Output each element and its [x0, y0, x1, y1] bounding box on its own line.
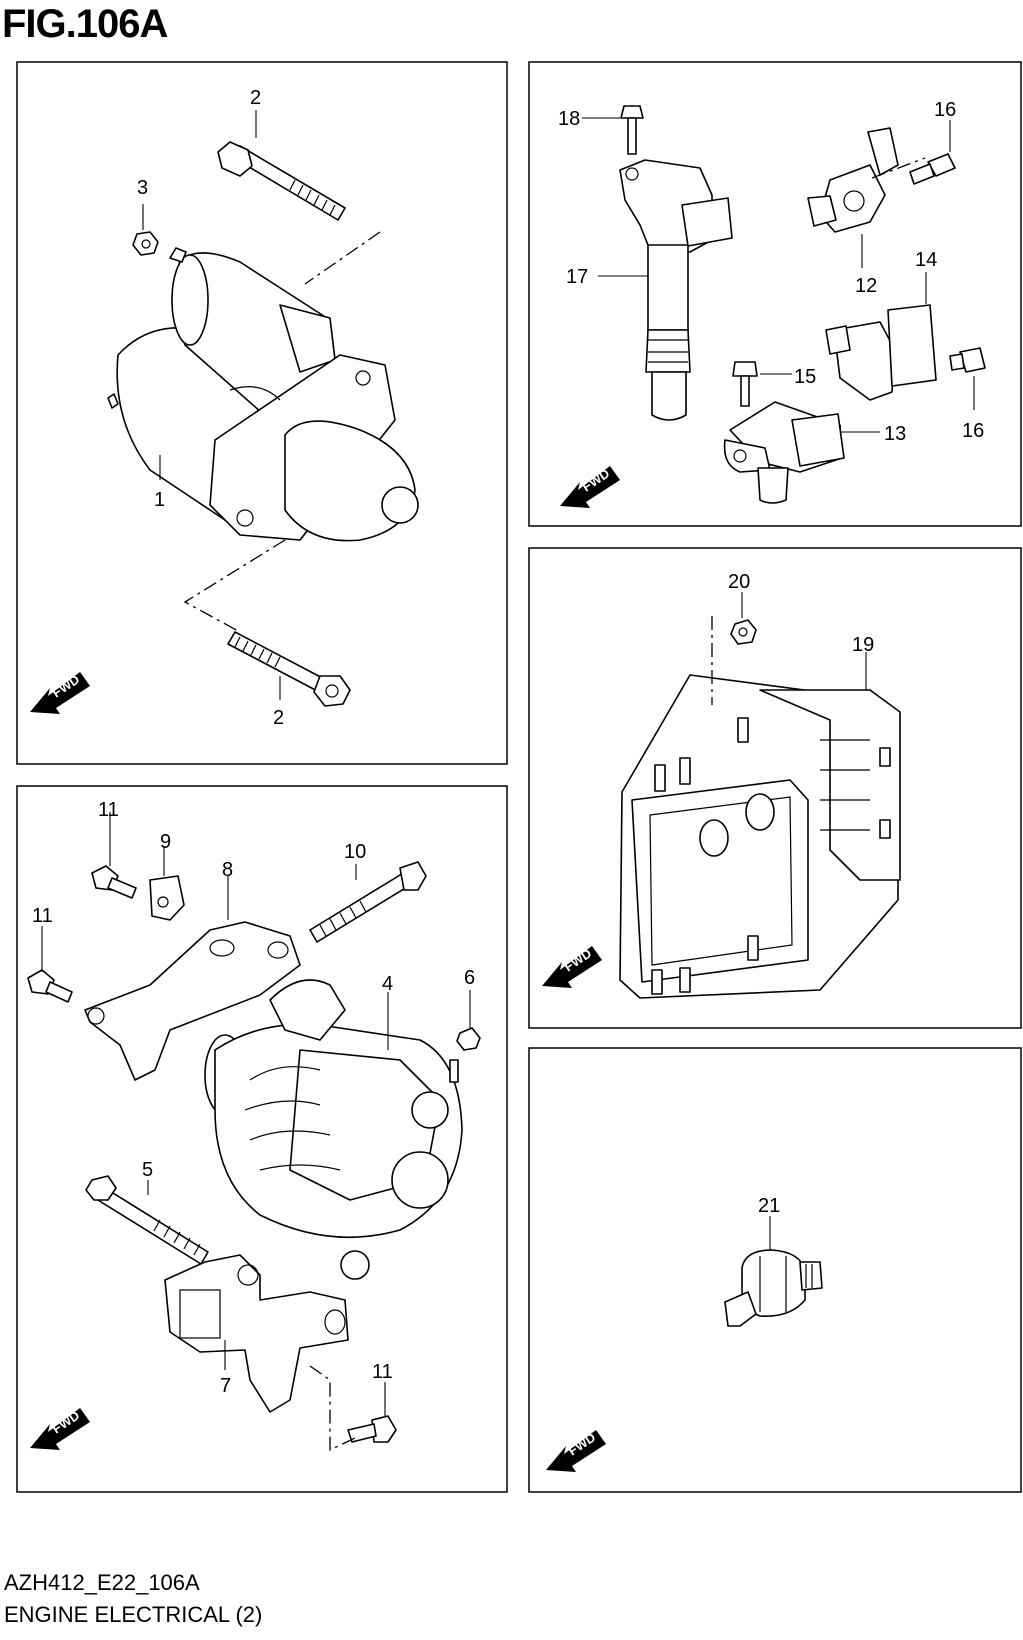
- callout-10: 10: [344, 841, 366, 863]
- panel-starter: [16, 61, 508, 765]
- crank-position-sensor: [825, 304, 937, 401]
- callout-18: 18: [558, 108, 580, 130]
- map-sensor: [723, 401, 845, 504]
- callout-12: 12: [855, 275, 877, 297]
- callout-6: 6: [464, 967, 475, 989]
- callout-20: 20: [728, 571, 750, 593]
- bolt-11-left: [27, 969, 73, 1003]
- bolt-11-top: [91, 865, 137, 899]
- callout-1: 1: [154, 489, 165, 511]
- ignition-coil: [619, 159, 733, 421]
- panel-ecm: [528, 547, 1022, 1029]
- callout-21: 21: [758, 1195, 780, 1217]
- panel-pressure-switch: [528, 1047, 1022, 1493]
- alternator-bracket-lower: [164, 1254, 349, 1413]
- callout-15: 15: [794, 366, 816, 388]
- callout-13: 13: [884, 423, 906, 445]
- fwd-arrow-ecm-panel: FWD: [542, 945, 602, 988]
- alternator-bolt-lower: [85, 1175, 209, 1265]
- sensor-bolt-lower: [949, 347, 986, 373]
- fwd-arrow-sensor-panel: FWD: [560, 465, 620, 508]
- bolt-11-bottom: [347, 1415, 397, 1443]
- callout-3: 3: [137, 177, 148, 199]
- figure-caption: ENGINE ELECTRICAL (2): [4, 1602, 263, 1627]
- callout-16-lower: 16: [962, 420, 984, 442]
- panel-alternator: [16, 785, 508, 1493]
- callout-8: 8: [222, 859, 233, 881]
- callout-5: 5: [142, 1159, 153, 1181]
- alternator-clip: [149, 875, 185, 921]
- figure-code: AZH412_E22_106A: [4, 1570, 200, 1595]
- callout-19: 19: [852, 634, 874, 656]
- starter-nut: [132, 231, 159, 256]
- starter-bolt-lower: [227, 631, 351, 707]
- alternator-nut: [456, 1027, 481, 1051]
- fwd-arrow-alternator-panel: FWD: [30, 1407, 90, 1450]
- callout-11-top: 11: [98, 799, 119, 821]
- alternator: [204, 979, 463, 1280]
- callout-16-upper: 16: [934, 99, 956, 121]
- panel-sensors: [528, 61, 1022, 527]
- callout-11-bottom: 11: [372, 1361, 393, 1383]
- starter-bolt-upper: [217, 141, 346, 221]
- map-sensor-bolt: [732, 361, 758, 407]
- alternator-long-bolt: [309, 861, 427, 943]
- callout-9: 9: [160, 831, 171, 853]
- starter-motor: [107, 247, 419, 542]
- callout-11-left: 11: [32, 905, 53, 927]
- engine-control-module: [619, 674, 901, 999]
- callout-2-upper: 2: [250, 87, 261, 109]
- callout-17: 17: [566, 266, 588, 288]
- figure-title: FIG.106A: [2, 2, 168, 46]
- oil-pressure-switch: [724, 1249, 823, 1327]
- ignition-coil-bolt: [620, 105, 644, 155]
- callout-14: 14: [915, 249, 937, 271]
- fwd-arrow-switch-panel: FWD: [546, 1429, 606, 1472]
- callout-4: 4: [382, 973, 393, 995]
- alternator-bracket-upper: [84, 921, 301, 1081]
- cam-position-sensor: [807, 127, 899, 233]
- fwd-arrow-starter-panel: FWD: [30, 671, 90, 714]
- callout-7: 7: [220, 1375, 231, 1397]
- sensor-bolt-upper: [909, 153, 956, 185]
- ecm-nut: [730, 619, 757, 645]
- callout-2-lower: 2: [273, 707, 284, 729]
